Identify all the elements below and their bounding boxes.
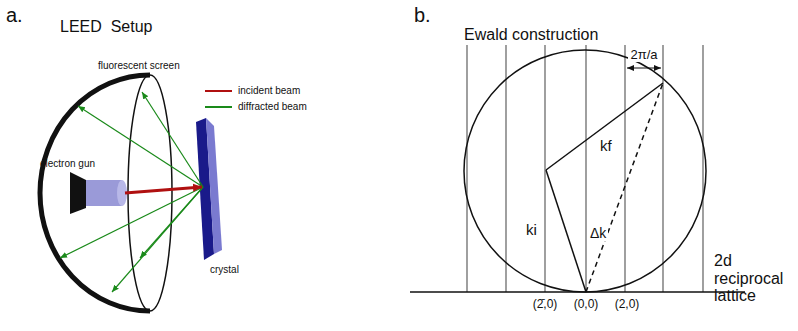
incident-beam — [125, 187, 202, 193]
vector-label: kf — [598, 138, 614, 155]
panel-title: Ewald construction — [464, 26, 598, 44]
spacing-arrow — [627, 68, 661, 69]
electron-gun — [70, 172, 127, 214]
index-label: (2̄,0) — [533, 298, 558, 311]
fluorescent-screen — [40, 75, 172, 311]
vector-label: ki — [524, 222, 539, 239]
kf-vector — [546, 83, 663, 170]
panel-title: LEED Setup — [60, 18, 153, 36]
legend-sample — [205, 90, 232, 92]
spacing-label: 2π/a — [628, 48, 659, 62]
vector-label: Δk — [588, 226, 608, 241]
ewald-sphere — [464, 50, 706, 292]
legend-text: diffracted beam — [238, 101, 307, 112]
legend-sample — [205, 106, 232, 108]
diffracted-beams — [60, 92, 203, 292]
axis-label: 2d reciprocal lattice — [714, 252, 794, 305]
part-label: fluorescent screen — [98, 60, 180, 71]
index-label: (0,0) — [574, 298, 599, 311]
ki-vector — [546, 170, 586, 292]
part-label: electron gun — [40, 158, 95, 169]
delta-k-vector — [586, 83, 663, 292]
part-label: crystal — [210, 264, 239, 275]
legend-text: incident beam — [238, 85, 300, 96]
index-label: (2,0) — [615, 298, 640, 311]
panel-letter: b. — [414, 4, 431, 26]
panel-letter: a. — [6, 4, 23, 26]
